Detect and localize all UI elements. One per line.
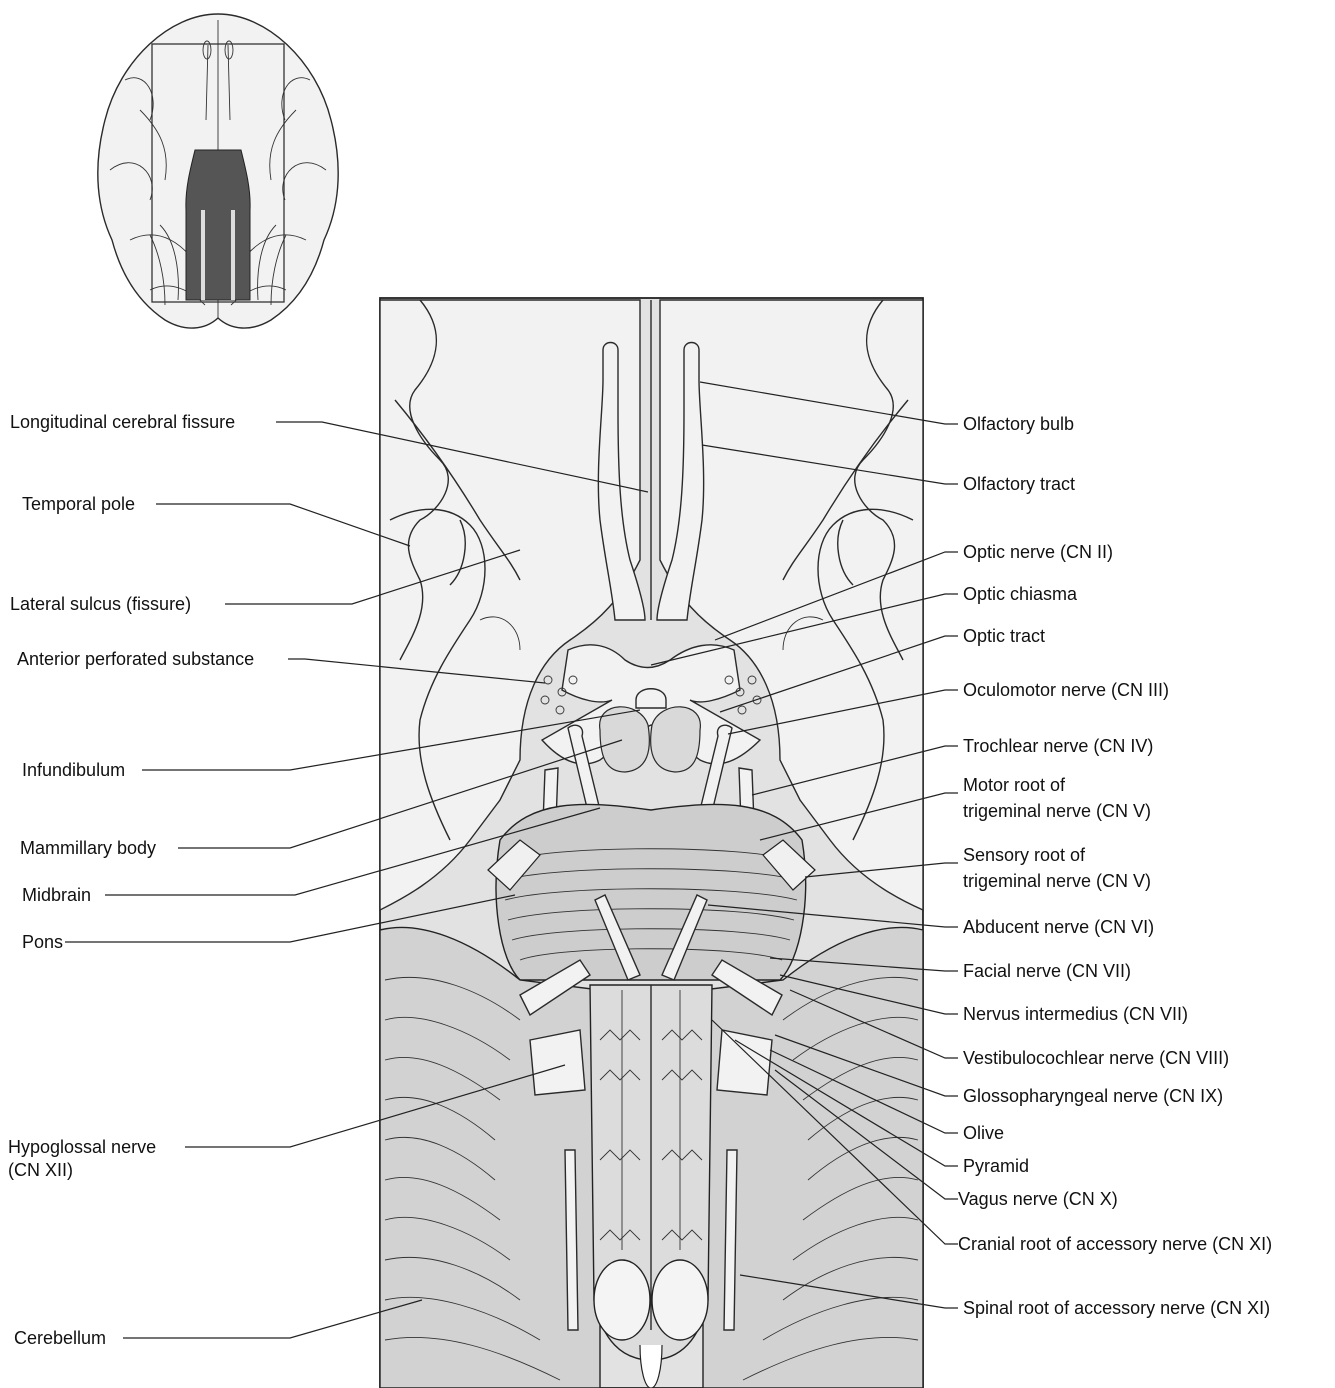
label-lateral-sulcus: Lateral sulcus (fissure) (10, 594, 191, 614)
label-pons: Pons (22, 932, 63, 952)
inset-brain-illustration (98, 14, 338, 328)
brainstem-main-illustration (380, 298, 923, 1388)
label-abducent-nerve: Abducent nerve (CN VI) (963, 917, 1154, 937)
label-pyramid: Pyramid (963, 1156, 1029, 1176)
label-trochlear-nerve: Trochlear nerve (CN IV) (963, 736, 1153, 756)
leader-cerebellum (123, 1300, 422, 1338)
label-motor-root-trigeminal-line2: trigeminal nerve (CN V) (963, 801, 1151, 821)
label-optic-tract: Optic tract (963, 626, 1045, 646)
label-olfactory-tract: Olfactory tract (963, 474, 1075, 494)
label-vagus-nerve: Vagus nerve (CN X) (958, 1189, 1118, 1209)
right-labels: Olfactory bulb Olfactory tract Optic ner… (958, 414, 1272, 1318)
label-midbrain: Midbrain (22, 885, 91, 905)
label-sensory-root-trigeminal: Sensory root of (963, 845, 1086, 865)
label-cerebellum: Cerebellum (14, 1328, 106, 1348)
label-hypoglossal-nerve-line2: (CN XII) (8, 1160, 73, 1180)
label-cranial-root-accessory: Cranial root of accessory nerve (CN XI) (958, 1234, 1272, 1254)
label-infundibulum: Infundibulum (22, 760, 125, 780)
label-anterior-perforated-substance: Anterior perforated substance (17, 649, 254, 669)
label-mammillary-body: Mammillary body (20, 838, 156, 858)
left-labels: Longitudinal cerebral fissure Temporal p… (8, 412, 254, 1348)
label-optic-chiasma: Optic chiasma (963, 584, 1078, 604)
label-motor-root-trigeminal: Motor root of (963, 775, 1066, 795)
label-optic-nerve: Optic nerve (CN II) (963, 542, 1113, 562)
label-vestibulocochlear-nerve: Vestibulocochlear nerve (CN VIII) (963, 1048, 1229, 1068)
label-oculomotor-nerve: Oculomotor nerve (CN III) (963, 680, 1169, 700)
label-sensory-root-trigeminal-line2: trigeminal nerve (CN V) (963, 871, 1151, 891)
label-glossopharyngeal-nerve: Glossopharyngeal nerve (CN IX) (963, 1086, 1223, 1106)
label-temporal-pole: Temporal pole (22, 494, 135, 514)
label-nervus-intermedius: Nervus intermedius (CN VII) (963, 1004, 1188, 1024)
label-olive: Olive (963, 1123, 1004, 1143)
leader-temporal-pole (156, 504, 410, 546)
label-facial-nerve: Facial nerve (CN VII) (963, 961, 1131, 981)
label-olfactory-bulb: Olfactory bulb (963, 414, 1074, 434)
label-longitudinal-cerebral-fissure: Longitudinal cerebral fissure (10, 412, 235, 432)
label-spinal-root-accessory: Spinal root of accessory nerve (CN XI) (963, 1298, 1270, 1318)
label-hypoglossal-nerve: Hypoglossal nerve (8, 1137, 156, 1157)
